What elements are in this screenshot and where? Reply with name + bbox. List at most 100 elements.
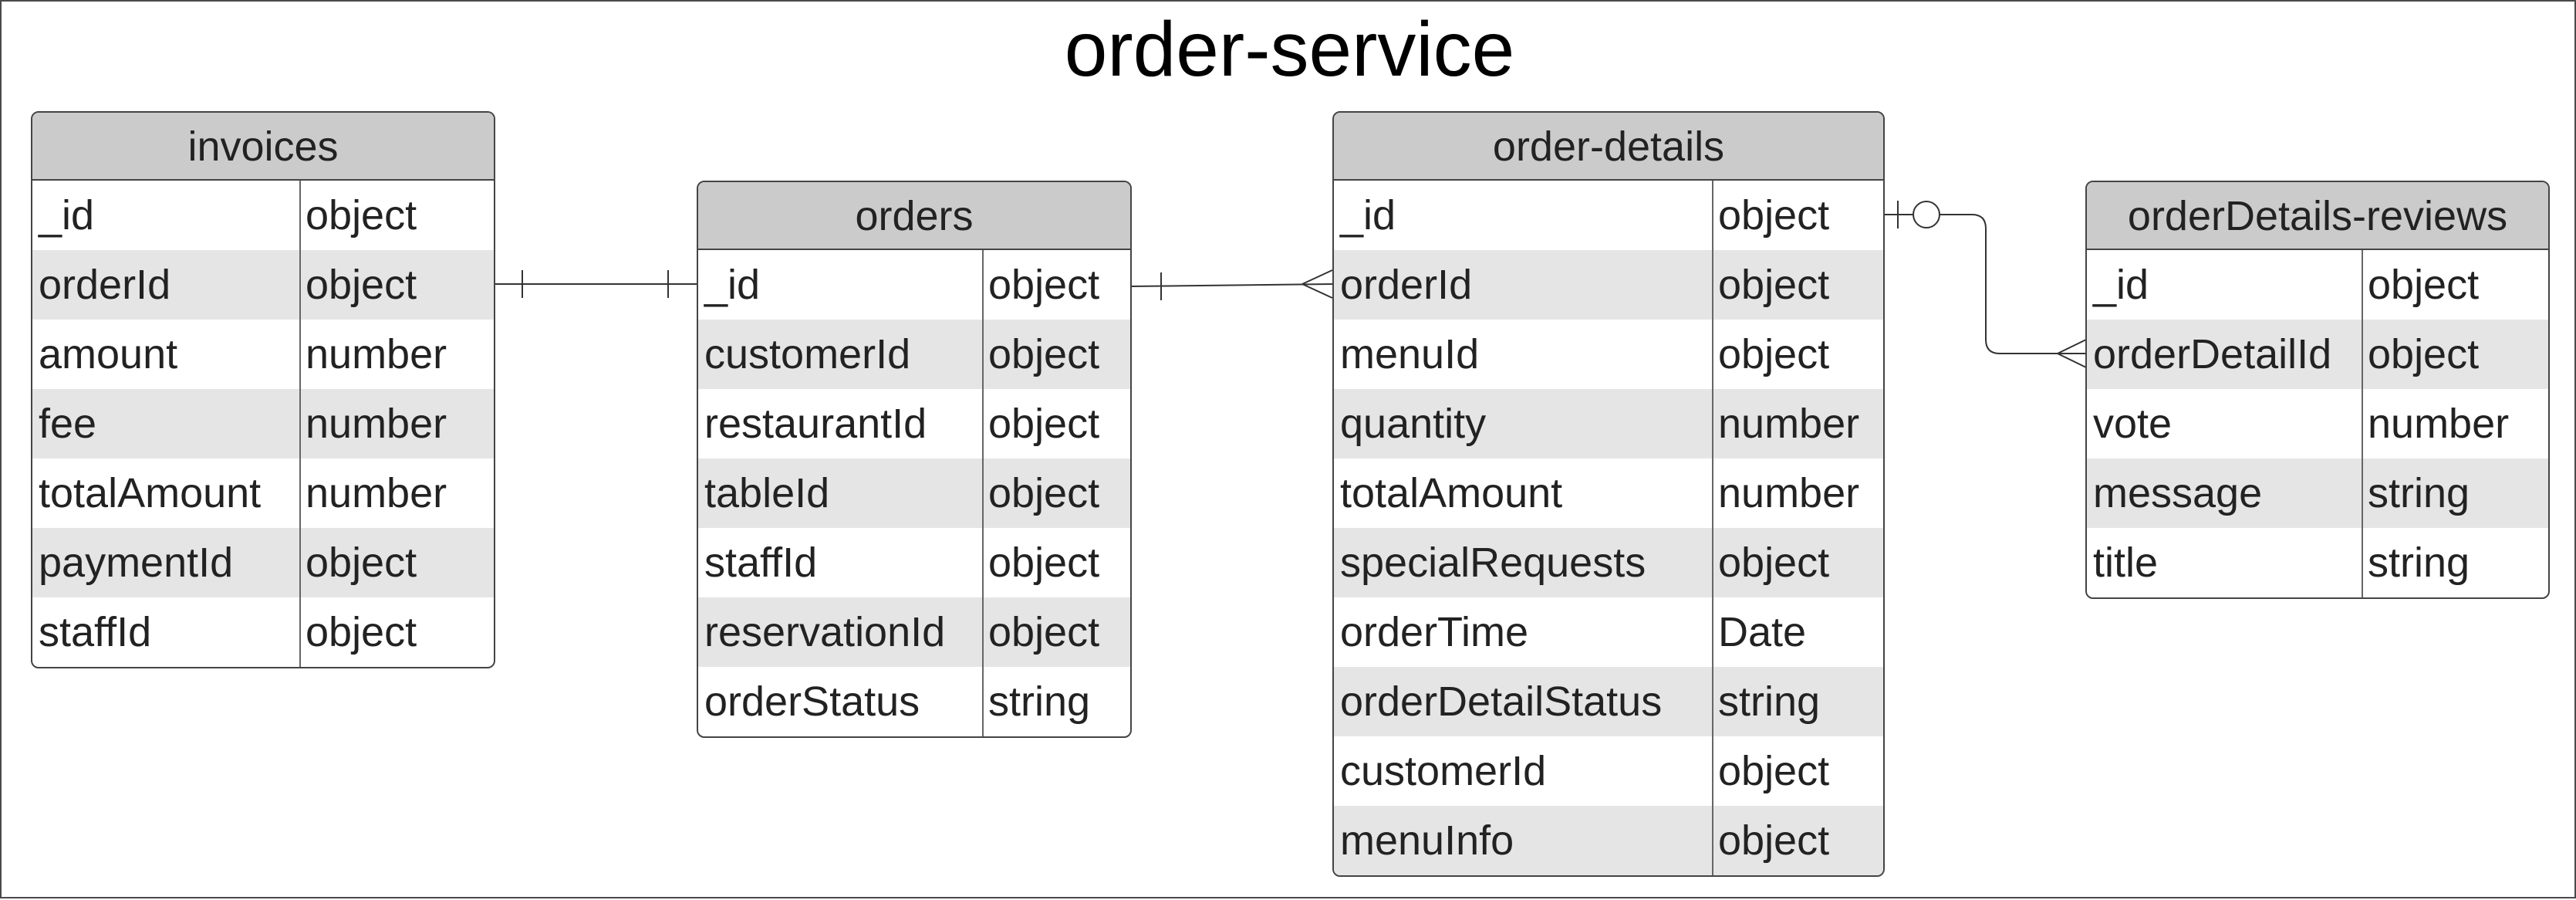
field-row-totalamount: totalAmount number — [1334, 458, 1883, 528]
field-name: paymentId — [39, 540, 234, 586]
field-type: object — [988, 331, 1100, 377]
entity-header-orders: orders — [698, 182, 1130, 250]
field-row-tableid: tableId object — [698, 458, 1130, 528]
field-row-amount: amount number — [32, 320, 494, 389]
field-name: amount — [39, 331, 178, 377]
field-type: string — [988, 678, 1091, 725]
field-row-id: _id object — [1334, 181, 1883, 250]
field-name: vote — [2093, 401, 2173, 447]
field-row-quantity: quantity number — [1334, 389, 1883, 458]
field-row-reservationid: reservationId object — [698, 597, 1130, 667]
field-row-menuinfo: menuInfo object — [1334, 806, 1883, 875]
connector-orderdetails-reviews — [1884, 201, 2087, 368]
field-name: totalAmount — [39, 470, 262, 516]
field-name: totalAmount — [1340, 470, 1563, 516]
field-type: object — [306, 609, 417, 655]
field-type: number — [306, 470, 447, 516]
entity-header-order-details: order-details — [1334, 113, 1883, 181]
field-name: _id — [704, 262, 761, 308]
field-type: object — [1718, 262, 1830, 308]
field-name: quantity — [1340, 401, 1487, 447]
field-row-title: title string — [2087, 528, 2548, 597]
field-type: number — [1718, 470, 1860, 516]
field-type: object — [988, 470, 1100, 516]
field-row-message: message string — [2087, 458, 2548, 528]
field-name: tableId — [704, 470, 830, 516]
connector-orders-orderdetails — [1130, 269, 1333, 300]
field-type: object — [306, 192, 417, 239]
field-type: object — [1718, 192, 1830, 239]
field-type: number — [2368, 401, 2510, 447]
field-type: object — [988, 609, 1100, 655]
field-name: orderId — [39, 262, 171, 308]
field-row-orderid: orderId object — [1334, 250, 1883, 320]
field-type: number — [1718, 401, 1860, 447]
field-name: customerId — [1340, 748, 1547, 794]
field-type: object — [1718, 817, 1830, 864]
field-name: orderTime — [1340, 609, 1529, 655]
field-row-id: _id object — [2087, 250, 2548, 320]
field-row-vote: vote number — [2087, 389, 2548, 458]
field-type: object — [1718, 540, 1830, 586]
field-type: Date — [1718, 609, 1807, 655]
connector-invoices-orders — [495, 270, 697, 298]
field-row-ordertime: orderTime Date — [1334, 597, 1883, 667]
entity-header-invoices: invoices — [32, 113, 494, 181]
field-name: _id — [39, 192, 95, 239]
field-name: menuId — [1340, 331, 1480, 377]
field-name: orderDetailStatus — [1340, 678, 1663, 725]
field-name: _id — [1340, 192, 1396, 239]
field-row-specialrequests: specialRequests object — [1334, 528, 1883, 597]
field-row-paymentid: paymentId object — [32, 528, 494, 597]
field-name: message — [2093, 470, 2263, 516]
field-name: restaurantId — [704, 401, 927, 447]
field-row-customerid: customerId object — [698, 320, 1130, 389]
field-row-staffid: staffId object — [32, 597, 494, 667]
field-name: staffId — [704, 540, 818, 586]
field-name: customerId — [704, 331, 911, 377]
field-row-id: _id object — [32, 181, 494, 250]
field-name: orderId — [1340, 262, 1473, 308]
field-type: object — [988, 262, 1100, 308]
field-type: object — [1718, 331, 1830, 377]
field-type: object — [306, 262, 417, 308]
field-type: object — [306, 540, 417, 586]
field-row-orderdetailid: orderDetailId object — [2087, 320, 2548, 389]
field-name: orderStatus — [704, 678, 920, 725]
field-row-fee: fee number — [32, 389, 494, 458]
field-row-customerid: customerId object — [1334, 736, 1883, 806]
field-name: fee — [39, 401, 97, 447]
field-name: specialRequests — [1340, 540, 1646, 586]
diagram-title: order-service — [1064, 6, 1515, 93]
field-name: _id — [2093, 262, 2149, 308]
field-type: object — [988, 540, 1100, 586]
field-type: object — [2368, 331, 2480, 377]
field-type: number — [306, 331, 447, 377]
field-row-orderid: orderId object — [32, 250, 494, 320]
field-row-staffid: staffId object — [698, 528, 1130, 597]
field-name: menuInfo — [1340, 817, 1514, 864]
field-type: number — [306, 401, 447, 447]
field-type: object — [988, 401, 1100, 447]
field-row-menuid: menuId object — [1334, 320, 1883, 389]
field-type: string — [2368, 470, 2470, 516]
field-name: title — [2093, 540, 2159, 586]
field-type: object — [2368, 262, 2480, 308]
field-type: object — [1718, 748, 1830, 794]
field-row-id: _id object — [698, 250, 1130, 320]
field-name: staffId — [39, 609, 152, 655]
field-name: orderDetailId — [2093, 331, 2332, 377]
field-row-totalamount: totalAmount number — [32, 458, 494, 528]
field-type: string — [2368, 540, 2470, 586]
entity-header-orderdetails-reviews: orderDetails-reviews — [2087, 182, 2548, 250]
field-row-restaurantid: restaurantId object — [698, 389, 1130, 458]
field-row-orderstatus: orderStatus string — [698, 667, 1130, 736]
field-name: reservationId — [704, 609, 946, 655]
